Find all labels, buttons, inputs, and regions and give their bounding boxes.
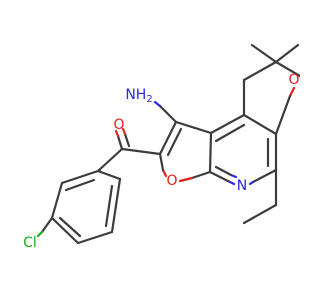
bond-ph-1	[96, 169, 122, 181]
chlorine-label: Cl	[23, 235, 37, 251]
bond-methyl-2	[274, 43, 300, 64]
bond-fu-c3ac7a	[208, 131, 213, 174]
bond-c3-n	[158, 104, 178, 124]
atom-labels: NH2 O O N O Cl	[23, 72, 299, 251]
bond-py-n-c7a	[226, 179, 236, 186]
bond-ph-6b	[104, 184, 114, 228]
pyridine-nitrogen-label: N	[237, 178, 247, 194]
bond-py-c6-n	[251, 168, 278, 184]
bond-ph-2b	[64, 178, 96, 192]
bond-py-n-c7a-b	[208, 170, 230, 183]
bond-fu-c2c3b	[166, 127, 183, 157]
bond-c-cl	[40, 216, 54, 234]
pyran-oxygen-label: O	[288, 72, 299, 88]
molecule-structure: NH2 O O N O Cl	[23, 43, 300, 251]
bond-c-cl-colored	[36, 230, 44, 238]
bond-fu-c7a-o	[190, 170, 212, 180]
bond-pyran-cq-o	[274, 60, 300, 78]
bond-ph-2	[60, 169, 100, 185]
bond-ph-carbonyl	[96, 147, 124, 173]
bond-methyl-1	[250, 43, 278, 64]
bond-fu-c3c3a	[174, 120, 213, 135]
bond-ph-6	[110, 177, 122, 234]
bond-co-2o	[121, 127, 127, 136]
bond-co-1	[116, 134, 124, 151]
bond-pyran-ch2-cq	[242, 60, 278, 82]
bond-co-2	[123, 132, 131, 148]
furan-oxygen-label: O	[166, 173, 177, 189]
bond-carbonyl-furan	[120, 147, 162, 156]
carbonyl-oxygen-label: O	[113, 117, 124, 133]
bond-ph-3	[50, 181, 64, 220]
bond-py-n-c7a-d2	[214, 165, 233, 177]
bond-pyran-o-right	[288, 86, 296, 98]
amino-label: NH2	[125, 87, 152, 105]
bonds	[36, 43, 300, 245]
bond-ph-5	[76, 230, 114, 245]
bond-ph-4	[50, 216, 80, 245]
bond-py-c3a-c4	[209, 113, 246, 135]
bond-ethyl-2	[242, 203, 278, 225]
bond-fu-o-c7a	[178, 176, 194, 183]
bond-ph-4b	[58, 216, 82, 238]
bond-c3-n-colored	[153, 100, 162, 108]
bond-py-c4-c5	[242, 113, 278, 136]
bond-pyran-o-ch2	[274, 94, 292, 136]
bond-fu-o-c2b	[158, 152, 165, 172]
bond-co-1o	[114, 129, 120, 138]
bond-fu-c2c3	[158, 120, 178, 156]
bond-py-c6-n-colored	[248, 180, 255, 186]
bond-py-c3a-c4b	[214, 123, 246, 143]
bond-fu-o-c2	[161, 168, 168, 178]
